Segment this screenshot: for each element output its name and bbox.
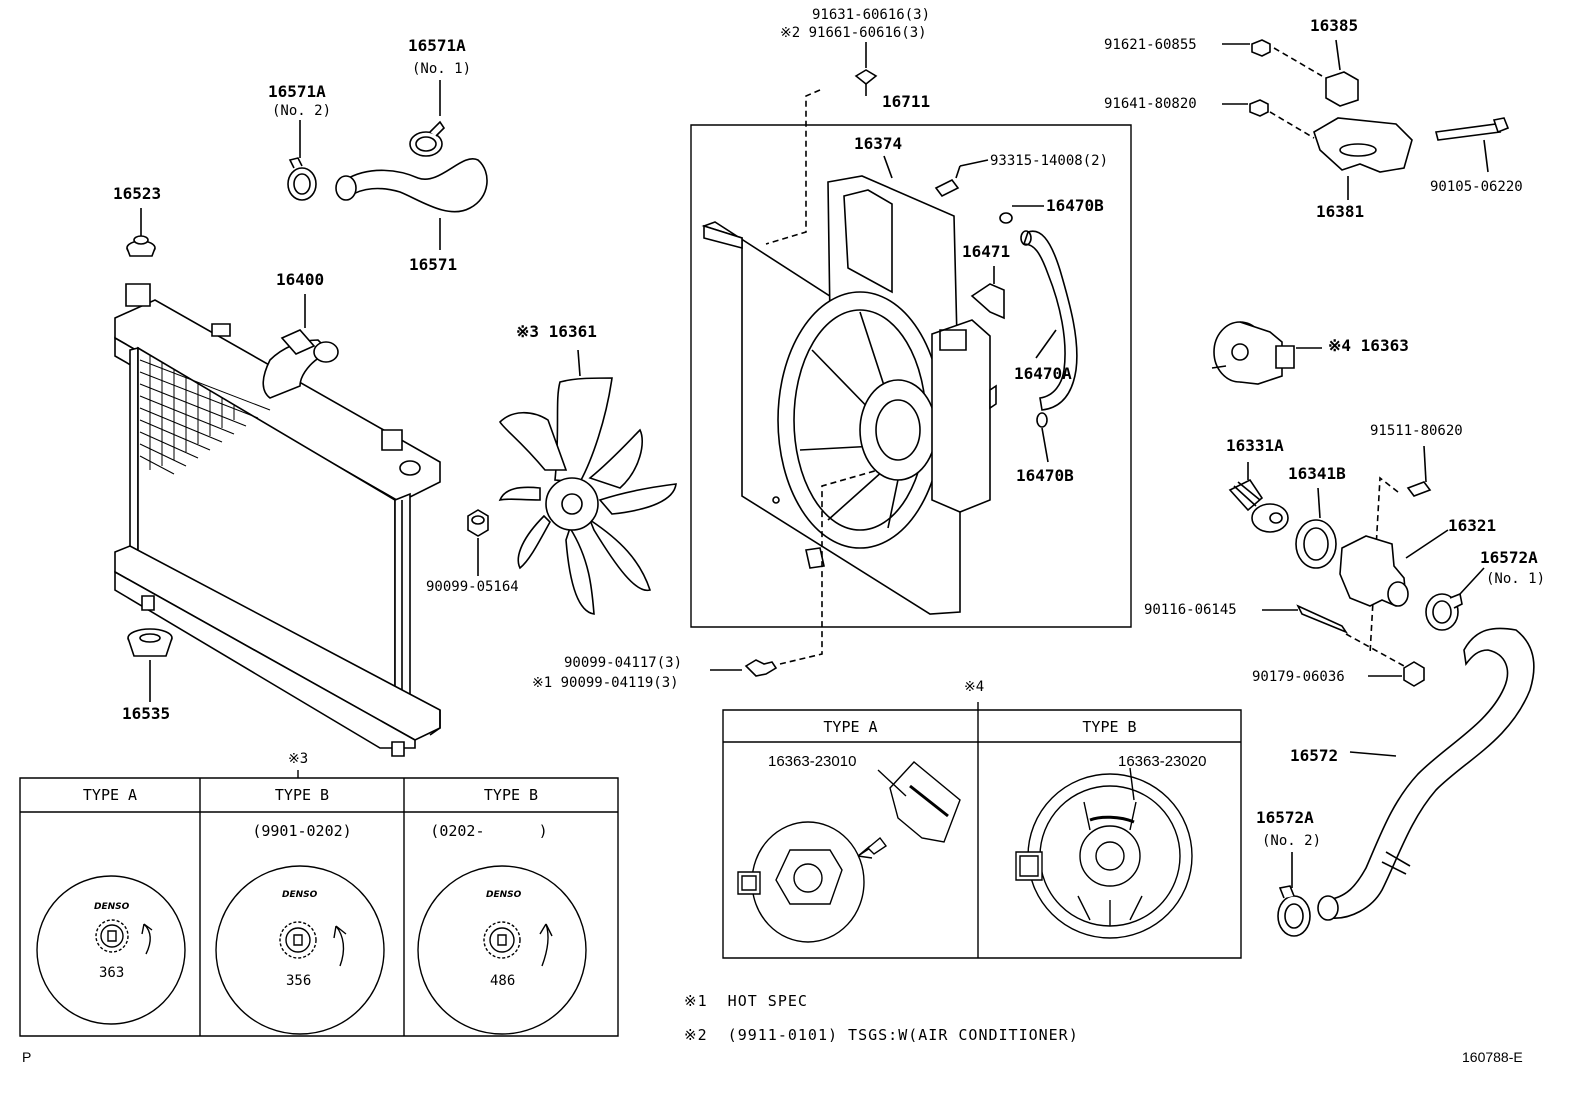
label-16535: 16535	[122, 704, 171, 723]
label-90179: 90179-06036	[1252, 669, 1345, 685]
label-16572A-no2-sub: (No. 2)	[1262, 833, 1322, 849]
label-16381: 16381	[1316, 202, 1365, 221]
motor-part-type-a: 16363-23010	[768, 753, 857, 770]
label-16400: 16400	[276, 270, 325, 289]
note-1-mark: ※1	[684, 992, 708, 1010]
fan-brand-2: DENSO	[282, 890, 318, 900]
fan-code-2: 356	[286, 973, 312, 989]
label-16572A-no2: 16572A	[1256, 808, 1314, 827]
bolt-91631	[856, 42, 876, 96]
upper-hose-16571	[288, 80, 487, 250]
label-16572: 16572	[1290, 746, 1339, 765]
label-16571A-no2-sub: (No. 2)	[272, 103, 332, 119]
label-16470A: 16470A	[1014, 364, 1072, 383]
fan-code-3: 486	[490, 973, 516, 989]
fan-table-mark: ※3	[288, 751, 309, 767]
label-16523: 16523	[113, 184, 162, 203]
bolt-90105	[1436, 118, 1508, 172]
label-16363: ※4 16363	[1328, 336, 1409, 355]
fan-table-header-1: TYPE A	[82, 786, 138, 804]
label-16571: 16571	[409, 255, 458, 274]
note-2: ※2 (9911-0101) TSGS:W(AIR CONDITIONER)	[684, 1028, 1079, 1043]
screw-93315	[936, 160, 988, 196]
bolt-91621	[1222, 40, 1270, 56]
label-16331A: 16331A	[1226, 436, 1284, 455]
nut-90179	[1368, 662, 1424, 686]
label-91631: 91631-60616(3)	[812, 7, 931, 23]
gear-icon	[484, 922, 552, 966]
clamp-16572A-no2	[1278, 852, 1310, 936]
cap-16523	[127, 208, 155, 256]
clamp-16572A-no1	[1426, 568, 1484, 630]
radiator	[115, 284, 440, 756]
label-16571A-no1-sub: (No. 1)	[412, 61, 472, 77]
motor-table-header-2: TYPE B	[1082, 718, 1137, 736]
note-1: ※1 HOT SPEC	[684, 994, 808, 1009]
housing-16321	[1340, 530, 1448, 606]
label-16571A-no2: 16571A	[268, 82, 326, 101]
gear-icon	[280, 922, 346, 966]
stud-90116	[1262, 606, 1346, 632]
label-16374: 16374	[854, 134, 903, 153]
label-91661: ※2 91661-60616(3)	[780, 25, 927, 41]
fan-16361	[500, 378, 676, 614]
note-1-text: HOT SPEC	[727, 992, 808, 1010]
fan-shroud-frame	[691, 125, 1131, 627]
fan-brand-3: DENSO	[486, 890, 522, 900]
mount-16535	[128, 629, 172, 702]
gear-icon	[96, 920, 152, 954]
thermostat-16331A	[1230, 462, 1288, 532]
label-90116: 90116-06145	[1144, 602, 1237, 618]
nut-90099-05164	[468, 510, 488, 576]
clip-16470B-bottom	[1037, 413, 1047, 427]
hose-16470A	[1021, 231, 1077, 410]
fan-brand-1: DENSO	[94, 902, 130, 912]
fan-table-header-3: TYPE B	[483, 786, 539, 804]
label-91641: 91641-80820	[1104, 96, 1197, 112]
label-16572A-no1-sub: (No. 1)	[1486, 571, 1546, 587]
block-16385	[1326, 72, 1358, 106]
fan-code-1: 363	[99, 965, 125, 981]
gasket-16341B	[1296, 488, 1336, 568]
fan-type-table	[20, 770, 618, 1036]
label-90099-04119: ※1 90099-04119(3)	[532, 675, 679, 691]
clip-16470B-top	[1000, 213, 1012, 223]
motor-part-type-b: 16363-23020	[1118, 753, 1207, 770]
bolt-91641	[1222, 100, 1268, 116]
label-90099-05164: 90099-05164	[426, 579, 519, 595]
corner-mark: P	[22, 1049, 32, 1065]
label-16385: 16385	[1310, 16, 1359, 35]
bolt-90099-04117	[710, 660, 776, 676]
note-2-mark: ※2	[684, 1026, 708, 1044]
label-16470B-bottom: 16470B	[1016, 466, 1074, 485]
fan-table-range-3: (0202- )	[430, 822, 548, 840]
label-16572A-no1: 16572A	[1480, 548, 1538, 567]
label-90105: 90105-06220	[1430, 179, 1523, 195]
fan-table-header-2: TYPE B	[274, 786, 330, 804]
label-16711: 16711	[882, 92, 931, 111]
label-16471: 16471	[962, 242, 1011, 261]
label-16341B: 16341B	[1288, 464, 1346, 483]
motor-table-header-1: TYPE A	[823, 718, 878, 736]
label-90099-04117: 90099-04117(3)	[564, 655, 683, 671]
bracket-16471	[972, 284, 1004, 318]
motor-type-table	[723, 702, 1241, 958]
motor-table-mark: ※4	[964, 679, 985, 695]
label-91621: 91621-60855	[1104, 37, 1197, 53]
note-2-text: (9911-0101) TSGS:W(AIR CONDITIONER)	[727, 1026, 1079, 1044]
fan-shroud-16711	[704, 176, 996, 614]
label-16361: ※3 16361	[516, 322, 597, 341]
bolt-91511	[1408, 446, 1430, 496]
label-16321: 16321	[1448, 516, 1497, 535]
label-16571A-no1: 16571A	[408, 36, 466, 55]
lower-hose-16572	[1318, 628, 1534, 920]
label-16470B-top: 16470B	[1046, 196, 1104, 215]
label-91511: 91511-80620	[1370, 423, 1463, 439]
figure-id: 160788-E	[1462, 1049, 1523, 1065]
motor-16363	[1212, 322, 1322, 384]
label-93315: 93315-14008(2)	[990, 153, 1109, 169]
fan-table-range-2: (9901-0202)	[252, 822, 352, 840]
